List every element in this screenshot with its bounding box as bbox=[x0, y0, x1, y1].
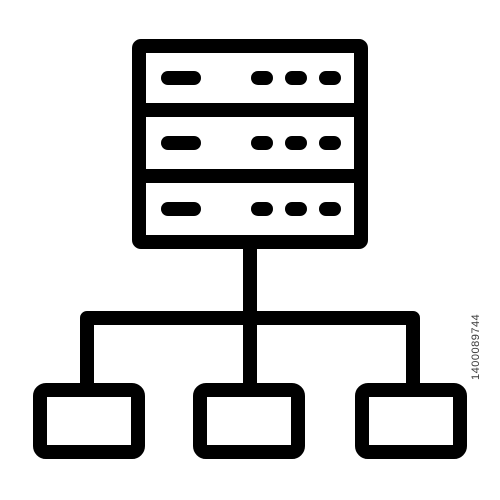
network-branch-line bbox=[80, 311, 420, 395]
client-node-right bbox=[355, 383, 467, 459]
stock-id-watermark: 1400089744 bbox=[470, 313, 482, 380]
client-node-center bbox=[193, 383, 305, 459]
client-node-left bbox=[33, 383, 145, 459]
